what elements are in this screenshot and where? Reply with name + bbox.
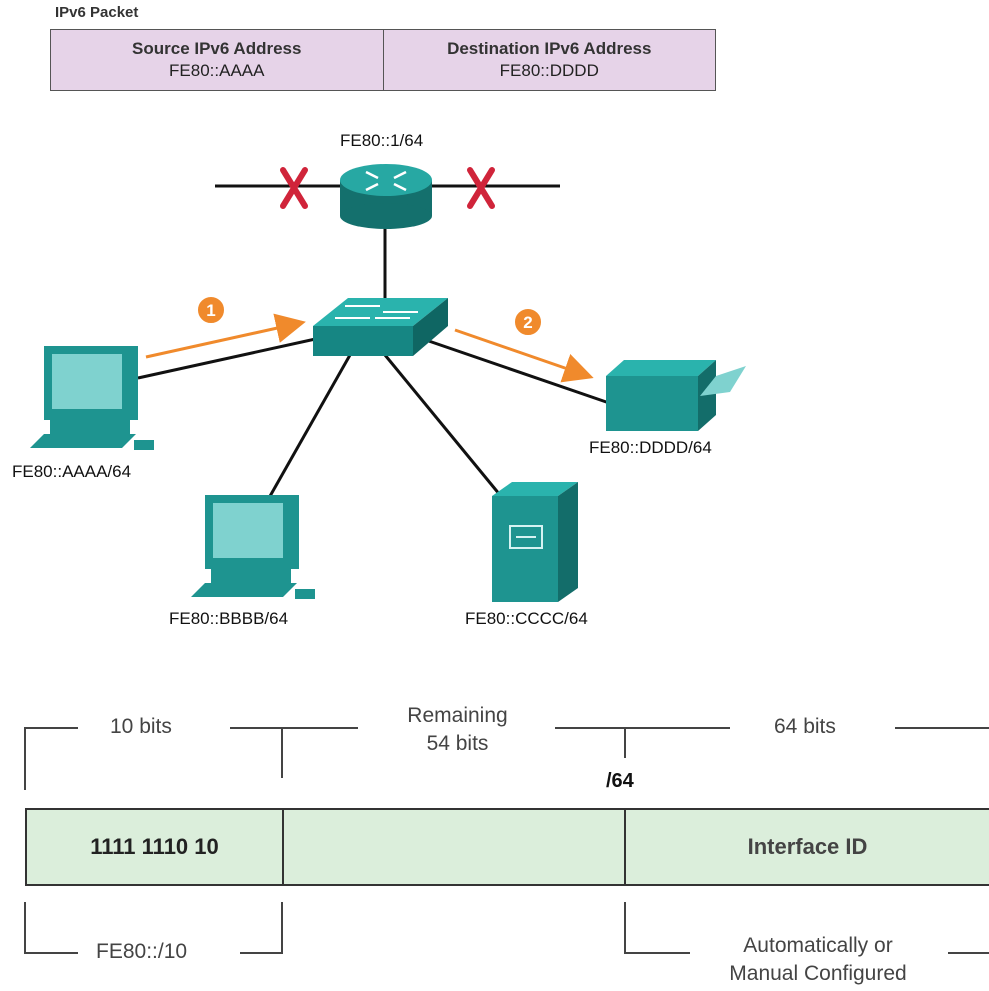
router-icon <box>340 164 432 229</box>
interface-id-field: Interface ID <box>747 834 868 859</box>
label-remaining-line1: Remaining <box>407 704 508 727</box>
arrow-step-2 <box>454 328 594 383</box>
link-local-prefix-field: 1111 1110 10 <box>90 834 219 859</box>
step-2-badge <box>513 307 543 337</box>
router-address-label: FE80::1/64 <box>340 131 424 150</box>
label-config-line1: Automatically or <box>743 934 893 957</box>
pc-b-icon <box>191 495 315 599</box>
label-64-bits: 64 bits <box>774 715 836 738</box>
pc-a-icon <box>30 346 154 450</box>
destination-address-header: Destination IPv6 Address <box>447 39 652 58</box>
destination-address-value: FE80::DDDD <box>499 61 599 80</box>
arrow-step-1 <box>145 313 306 359</box>
pc-b-address-label: FE80::BBBB/64 <box>169 609 289 628</box>
pc-b-link <box>263 354 352 506</box>
destination-address-cell: Destination IPv6 Address FE80::DDDD <box>382 30 716 90</box>
blocked-x-left-icon <box>280 167 308 209</box>
bar-divider-2 <box>624 808 626 886</box>
address-format-brackets <box>24 727 989 954</box>
prefix-length-marker: /64 <box>606 770 634 792</box>
server-address-label: FE80::CCCC/64 <box>465 609 588 628</box>
source-address-value: FE80::AAAA <box>169 61 265 80</box>
blocked-x-right-icon <box>467 167 495 209</box>
printer-icon <box>606 360 746 431</box>
step-1-number: 1 <box>206 301 215 320</box>
label-remaining-54-bits: Remaining 54 bits <box>360 702 555 758</box>
source-address-cell: Source IPv6 Address FE80::AAAA <box>51 30 383 90</box>
printer-address-label: FE80::DDDD/64 <box>589 438 712 457</box>
step-1-badge <box>196 295 226 325</box>
bar-divider-1 <box>282 808 284 886</box>
label-config-line2: Manual Configured <box>729 962 907 985</box>
pc-a-link <box>137 336 321 380</box>
label-remaining-line2: 54 bits <box>426 732 489 755</box>
packet-header-table: Source IPv6 Address FE80::AAAA Destinati… <box>50 29 716 91</box>
packet-title: IPv6 Packet <box>55 4 139 21</box>
pc-a-address-label: FE80::AAAA/64 <box>12 462 132 481</box>
source-address-header: Source IPv6 Address <box>132 39 302 58</box>
step-2-number: 2 <box>523 313 532 332</box>
switch-icon <box>313 298 448 356</box>
server-icon <box>492 482 578 602</box>
label-10-bits: 10 bits <box>110 715 172 738</box>
printer-link <box>419 336 616 407</box>
ipv6-address-bar <box>25 808 989 886</box>
server-link <box>383 354 502 496</box>
label-fe80-10: FE80::/10 <box>96 940 188 963</box>
network-topology-diagram: 1 2 <box>30 164 746 602</box>
label-auto-or-manual: Automatically or Manual Configured <box>690 932 946 988</box>
